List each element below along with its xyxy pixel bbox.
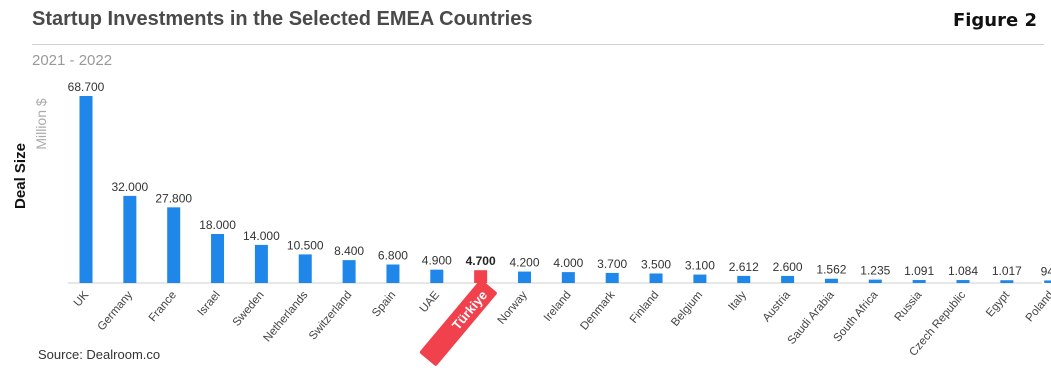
value-label: 4.900 <box>422 254 452 268</box>
value-label: 4.000 <box>553 256 583 270</box>
bar-russia <box>912 280 926 283</box>
value-label: 1.091 <box>904 264 934 278</box>
bar-austria <box>781 275 795 283</box>
category-label: UAE <box>418 289 443 315</box>
category-label: Sweden <box>231 289 267 329</box>
category-label: Egypt <box>984 289 1013 320</box>
bar-uae <box>430 269 444 283</box>
bar-belgium <box>693 274 707 283</box>
bar-uk <box>79 96 93 283</box>
category-label: UK <box>72 289 92 309</box>
value-label: 8.400 <box>334 244 364 258</box>
category-label: Russia <box>893 289 925 324</box>
bar-ireland <box>561 272 575 283</box>
value-label: 10.500 <box>287 238 324 252</box>
chart-title: Startup Investments in the Selected EMEA… <box>32 8 533 30</box>
bar-denmark <box>605 272 619 283</box>
value-label: 6.800 <box>378 248 408 262</box>
category-label: Italy <box>726 289 749 313</box>
value-label: 1.562 <box>816 263 846 277</box>
category-label: Switzerland <box>307 289 354 342</box>
bar-finland <box>649 273 663 283</box>
bar-poland <box>1044 280 1051 283</box>
value-label: 2.612 <box>729 260 759 274</box>
value-label: 1.235 <box>860 264 890 278</box>
figure-label: Figure 2 <box>952 10 1037 31</box>
highlight-badge-bg <box>419 279 497 366</box>
y-axis-unit: Million $ <box>33 98 49 150</box>
value-label: 3.500 <box>641 257 671 271</box>
value-label: 18.000 <box>199 218 236 232</box>
value-label: 2.600 <box>773 260 803 274</box>
bar-switzerland <box>342 260 356 283</box>
value-label: 1.017 <box>992 264 1022 278</box>
value-label: 27.800 <box>155 191 192 205</box>
bar-czech-republic <box>956 280 970 283</box>
bar-norway <box>518 271 531 283</box>
value-label: 3.100 <box>685 259 715 273</box>
category-label: Poland <box>1024 289 1051 324</box>
bar-t-rkiye <box>474 270 488 283</box>
title-divider <box>32 44 1044 45</box>
bar-france <box>167 207 181 283</box>
bar-israel <box>211 234 225 283</box>
value-label: 1.084 <box>948 264 978 278</box>
category-label: Israel <box>196 289 223 318</box>
category-label: Austria <box>761 289 794 325</box>
category-label: Spain <box>370 289 398 319</box>
source-note: Source: Dealroom.co <box>38 347 161 362</box>
category-label: Denmark <box>578 289 617 333</box>
category-label: Germany <box>96 289 136 333</box>
value-label: 32.000 <box>111 180 148 194</box>
chart-subtitle: 2021 - 2022 <box>32 52 113 69</box>
category-label: Ireland <box>542 289 574 324</box>
category-label: Netherlands <box>261 289 310 344</box>
category-label: Belgium <box>669 289 705 329</box>
value-label: 68.700 <box>68 80 105 94</box>
bar-netherlands <box>298 254 312 283</box>
y-axis-label: Deal Size <box>12 143 29 209</box>
value-label: 3.700 <box>597 257 627 271</box>
value-label: 940 <box>1041 264 1051 278</box>
category-label: Saudi Arabia <box>786 289 838 347</box>
bar-germany <box>123 195 137 283</box>
value-label: 4.700 <box>466 254 496 268</box>
bar-saudi-arabia <box>824 278 838 283</box>
category-label: South Africa <box>832 289 881 345</box>
bar-spain <box>386 264 400 283</box>
category-label: Finland <box>628 289 661 326</box>
bar-egypt <box>1000 280 1014 283</box>
bar-italy <box>737 275 751 283</box>
bar-south-africa <box>868 279 882 283</box>
value-label: 14.000 <box>243 229 280 243</box>
category-label: France <box>147 289 179 324</box>
bar-sweden <box>254 244 268 283</box>
category-label: Norway <box>496 289 530 327</box>
value-label: 4.200 <box>509 256 539 270</box>
